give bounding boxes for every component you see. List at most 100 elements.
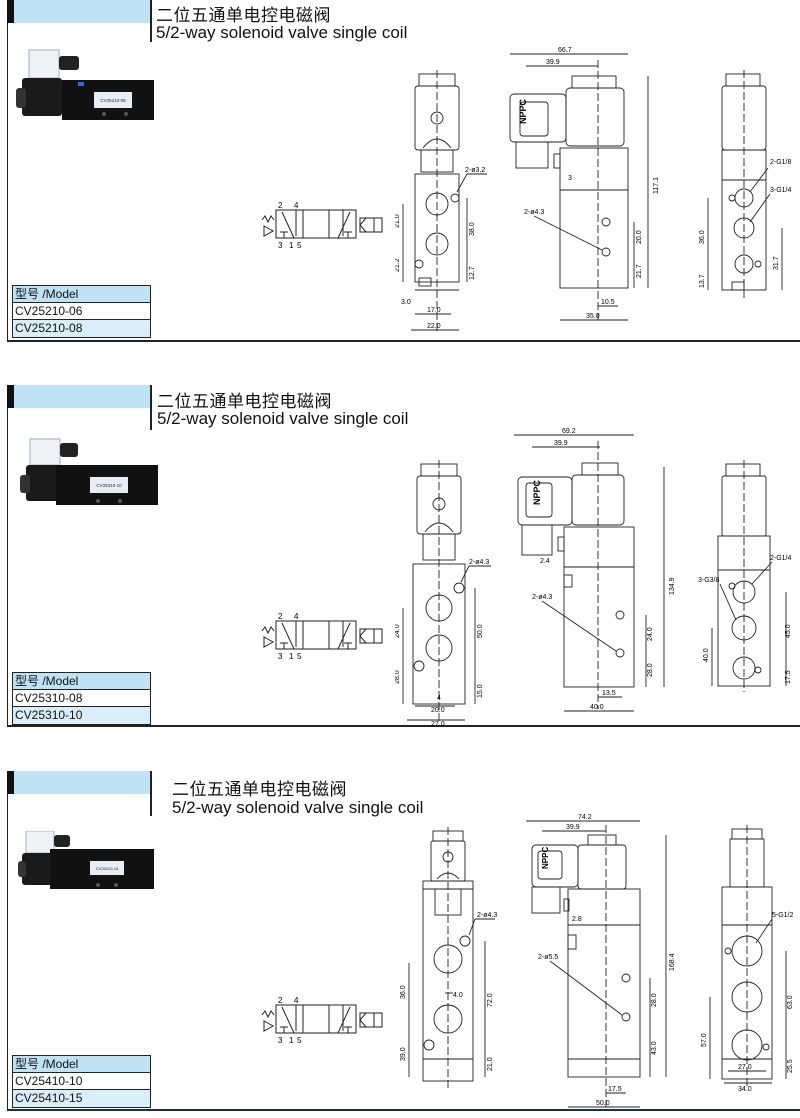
section-frame [7,771,800,1111]
model-table: 型号 /Model CV25410-10 CV25410-15 [12,1055,151,1108]
svg-text:22.0: 22.0 [427,323,441,330]
section-header-marker [7,771,14,794]
side-view-drawing: NPPC 74.2 39.9 2.8 168.4 28.0 43.0 17.5 … [526,814,676,1108]
svg-text:3-G1/4: 3-G1/4 [770,187,792,194]
model-table-header: 型号 /Model [13,673,150,690]
title-chinese: 二位五通单电控电磁阀 [156,6,331,26]
svg-text:15.0: 15.0 [477,684,484,698]
model-row: CV25210-06 [13,303,150,320]
svg-text:36.0: 36.0 [400,985,407,999]
product-section-1: 二位五通单电控电磁阀 5/2-way solenoid valve single… [0,0,800,345]
section-header-marker [7,385,14,408]
svg-text:39.0: 39.0 [400,1047,407,1061]
svg-text:63.0: 63.0 [787,995,794,1009]
pneumatic-symbol: 2 4 3 1 5 [261,612,383,661]
svg-text:57.0: 57.0 [701,1033,708,1047]
model-table-header: 型号 /Model [13,1056,150,1073]
svg-text:39.9: 39.9 [566,824,580,831]
header-divider [150,385,152,430]
svg-text:50.0: 50.0 [596,1100,610,1107]
svg-text:39.9: 39.9 [546,59,560,66]
svg-text:10.5: 10.5 [601,299,615,306]
svg-text:72.0: 72.0 [487,993,494,1007]
svg-text:3: 3 [278,1036,283,1045]
front-view-drawing: 2-ø4.3 36.0 39.0 4.0 72.0 21.0 [400,827,497,1091]
svg-text:2: 2 [278,612,283,621]
svg-text:74.2: 74.2 [578,814,592,821]
svg-text:1: 1 [289,652,294,661]
front-view-drawing: 2-ø3.2 21.0 21.2 38.0 12.7 3.0 17.0 22.0 [395,70,487,332]
svg-text:2.8: 2.8 [572,916,582,923]
svg-text:3: 3 [278,652,283,661]
svg-text:2-ø3.2: 2-ø3.2 [465,167,485,174]
svg-text:40.0: 40.0 [590,704,604,711]
svg-text:117.1: 117.1 [653,177,660,194]
svg-text:3-G3/8: 3-G3/8 [698,577,720,584]
svg-text:4: 4 [437,695,441,702]
svg-text:4.0: 4.0 [453,992,463,999]
svg-text:17.5: 17.5 [785,670,792,684]
svg-text:2-ø4.3: 2-ø4.3 [477,912,497,919]
pneumatic-symbol: 2 4 3 1 5 [261,201,383,250]
svg-text:21.0: 21.0 [487,1057,494,1071]
title-english: 5/2-way solenoid valve single coil [172,798,424,817]
side-view-drawing: NPPC 66.7 39.9 3 117.1 20.0 21.7 10.5 35… [509,47,660,321]
svg-text:28.0: 28.0 [651,993,658,1007]
svg-text:69.2: 69.2 [562,428,576,435]
svg-text:3: 3 [278,241,283,250]
svg-text:66.7: 66.7 [558,47,572,54]
section-header-bar [7,385,150,408]
svg-text:12.7: 12.7 [469,266,476,280]
svg-text:1: 1 [289,1036,294,1045]
title-chinese: 二位五通单电控电磁阀 [172,780,347,800]
model-row: CV25210-08 [13,320,150,337]
svg-text:1: 1 [289,241,294,250]
svg-text:2-ø4.3: 2-ø4.3 [524,209,544,216]
product-section-3: 二位五通单电控电磁阀 5/2-way solenoid valve single… [0,771,800,1118]
title-english: 5/2-way solenoid valve single coil [157,409,409,428]
svg-text:39.9: 39.9 [554,440,568,447]
model-table: 型号 /Model CV25210-06 CV25210-08 [12,285,151,338]
model-table: 型号 /Model CV25310-08 CV25310-10 [12,672,151,725]
back-view-drawing: 5-G1/2 63.0 57.0 25.5 27.0 34.0 [701,825,794,1093]
model-row: CV25310-10 [13,707,150,724]
svg-text:2: 2 [278,201,283,210]
svg-text:43.0: 43.0 [651,1041,658,1055]
svg-text:40.0: 40.0 [703,648,710,662]
svg-text:34.0: 34.0 [738,1086,752,1093]
model-row: CV25410-15 [13,1090,150,1107]
product-section-2: 二位五通单电控电磁阀 5/2-way solenoid valve single… [0,385,800,730]
svg-text:24.0: 24.0 [395,624,401,638]
section-header-marker [7,0,14,23]
svg-text:17.0: 17.0 [427,307,441,314]
back-view-drawing: 2-G1/4 3-G3/8 45.0 40.0 17.5 [698,460,792,692]
title-chinese: 二位五通单电控电磁阀 [157,392,332,412]
pneumatic-symbol: 2 4 3 1 5 [261,996,383,1045]
section-header-bar [7,771,150,794]
side-view-drawing: NPPC 69.2 39.9 2.4 134.9 24.0 28.0 13.5 … [514,428,676,712]
svg-text:3.0: 3.0 [401,299,411,306]
svg-text:31.7: 31.7 [773,256,780,270]
svg-text:17.5: 17.5 [608,1086,622,1093]
svg-text:2-G1/8: 2-G1/8 [770,159,792,166]
svg-text:NPPC: NPPC [541,847,550,869]
svg-text:38.0: 38.0 [469,222,476,236]
svg-text:13.5: 13.5 [602,690,616,697]
header-divider [150,0,152,42]
svg-text:CV25310-10: CV25310-10 [96,483,122,488]
product-photo: CV25310-10 [20,438,158,505]
svg-text:2-ø4.3: 2-ø4.3 [469,559,489,566]
svg-text:4: 4 [294,996,299,1005]
svg-text:35.0: 35.0 [586,313,600,320]
svg-text:5: 5 [297,1036,302,1045]
svg-text:168.4: 168.4 [669,953,676,971]
svg-text:CV25210-08: CV25210-08 [100,98,126,103]
svg-text:5: 5 [297,652,302,661]
svg-text:27.0: 27.0 [738,1064,752,1071]
svg-text:27.0: 27.0 [431,721,445,728]
svg-text:2-G1/4: 2-G1/4 [770,555,792,562]
title-english: 5/2-way solenoid valve single coil [156,23,408,42]
svg-text:NPPC: NPPC [532,479,542,505]
svg-text:45.0: 45.0 [785,624,792,638]
svg-text:5-G1/2: 5-G1/2 [772,912,794,919]
